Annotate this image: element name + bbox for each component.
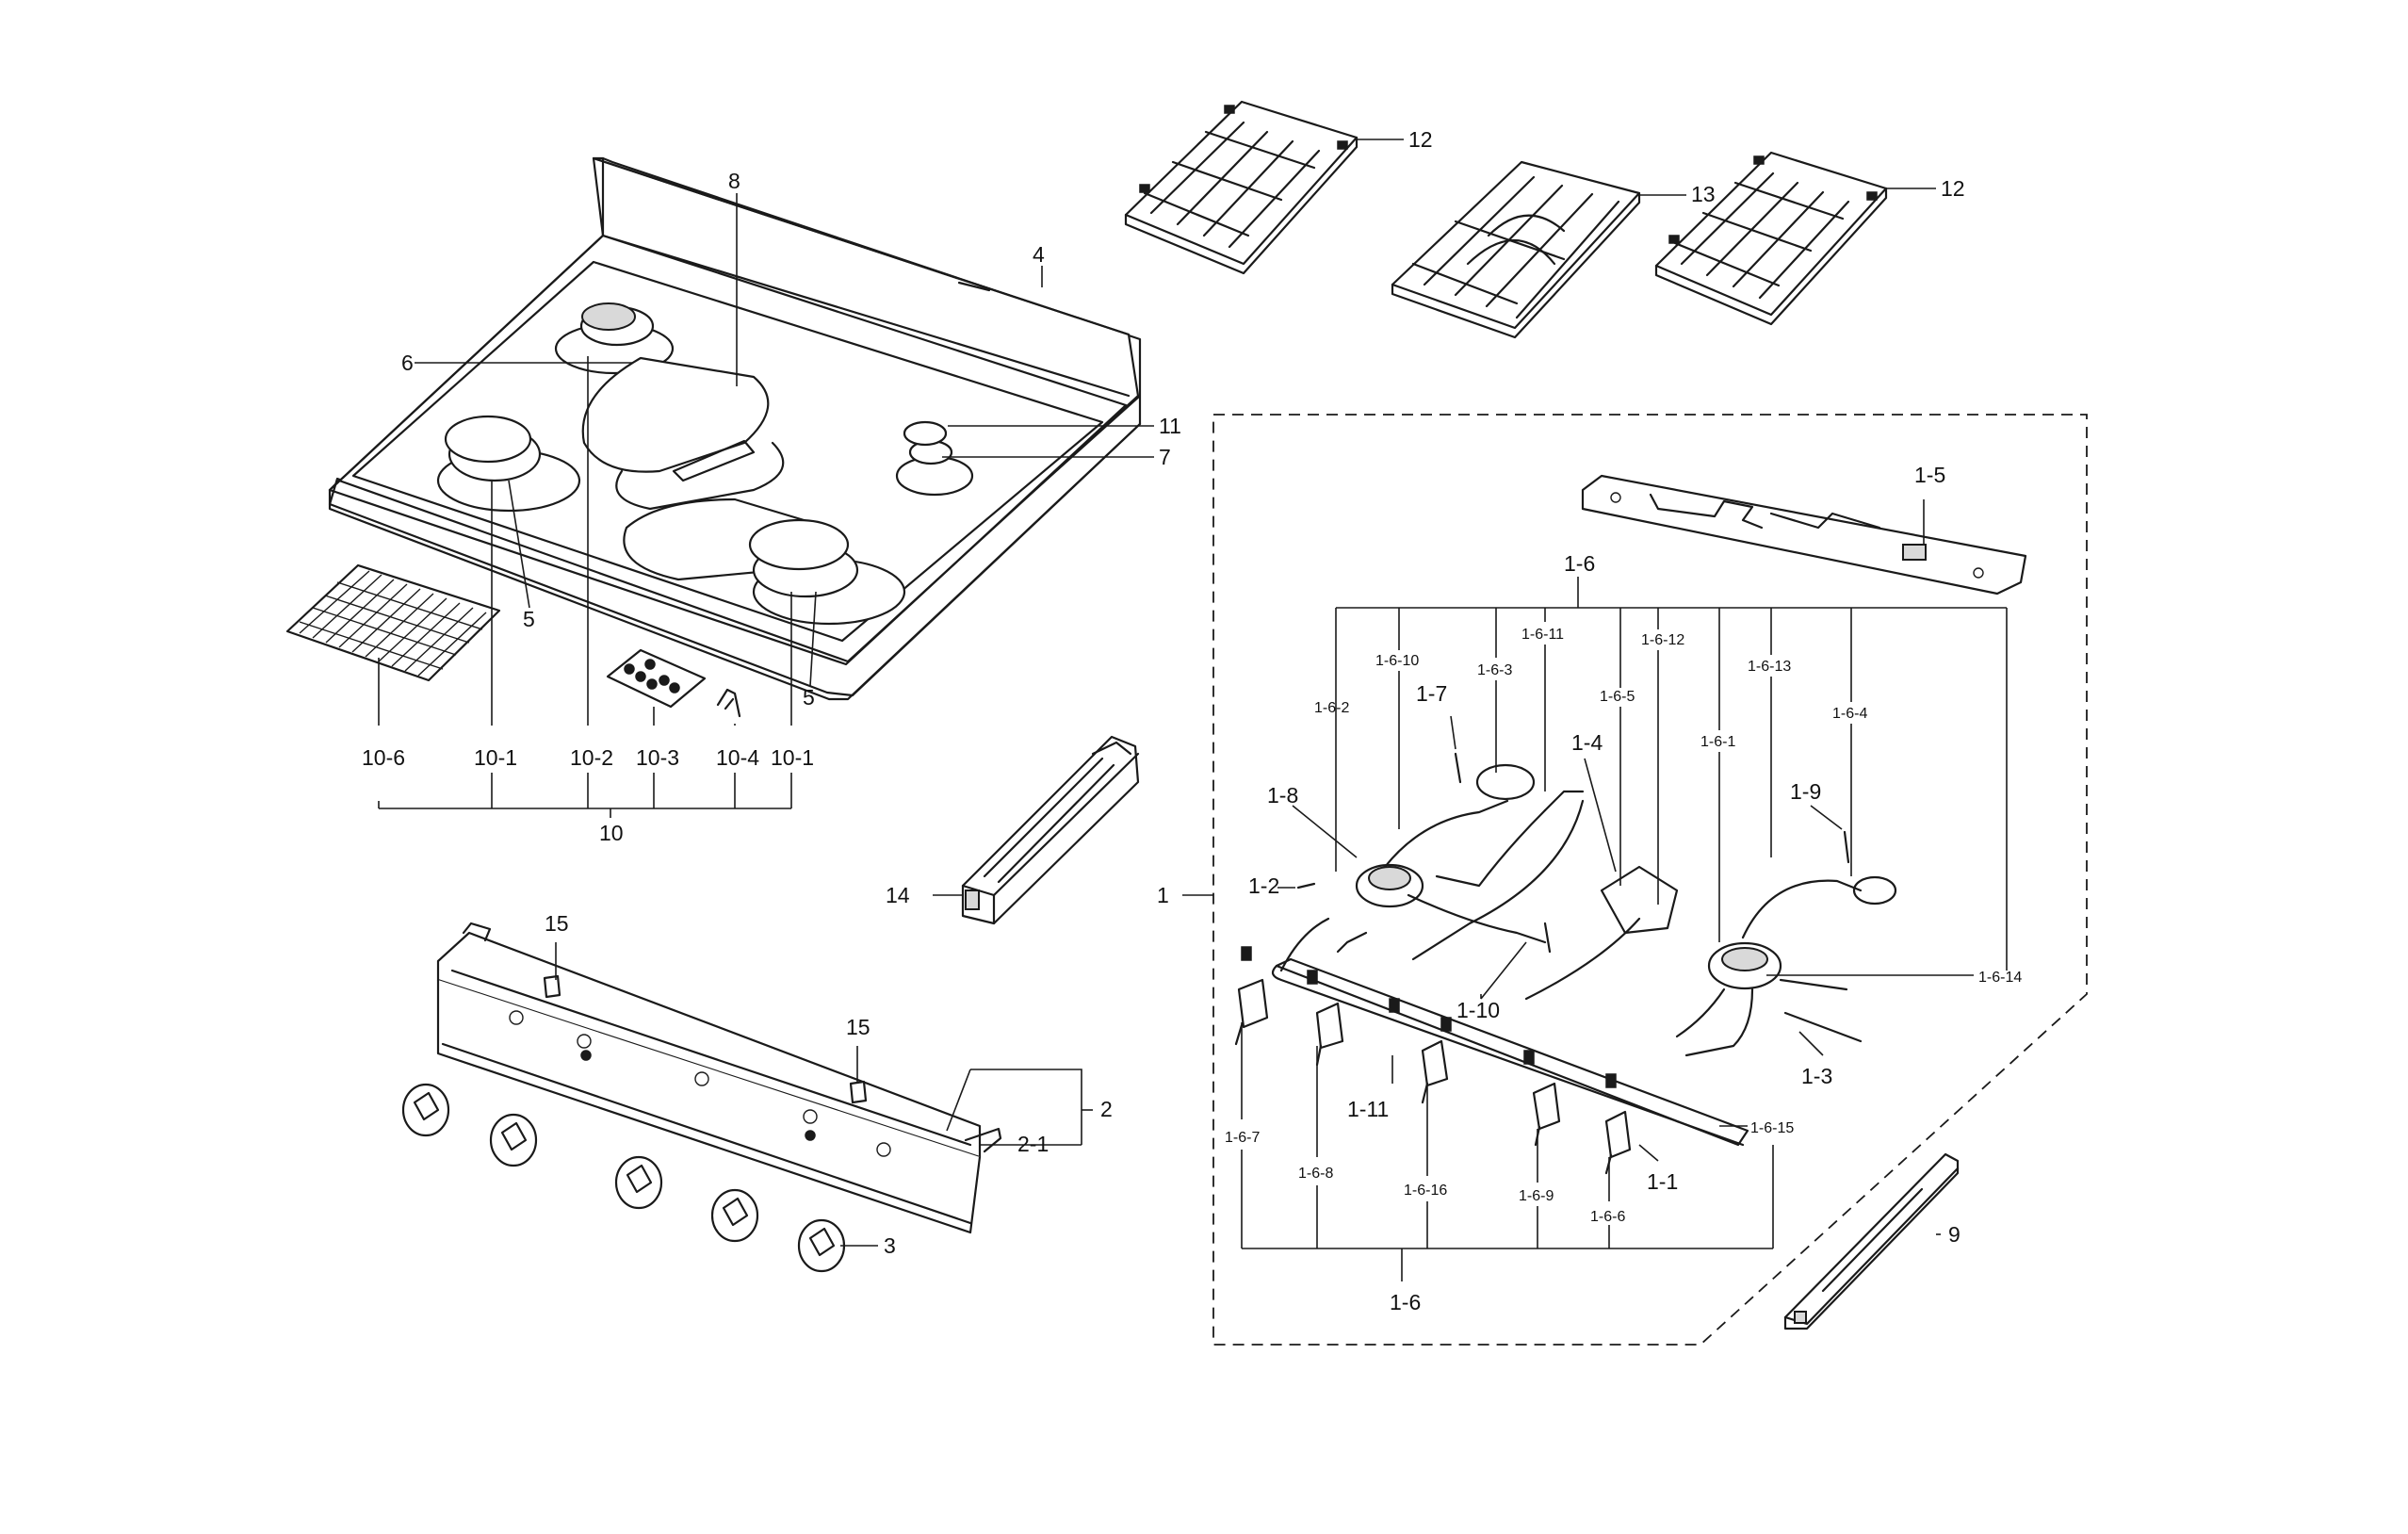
grate-left — [1124, 100, 1359, 275]
label-10-3: 10-3 — [636, 745, 679, 770]
label-10-2: 10-2 — [570, 745, 613, 770]
label-1-6-bottom: 1-6 — [1390, 1290, 1421, 1314]
label-1-6-9: 1-6-9 — [1519, 1188, 1554, 1204]
label-burner-small: 7 — [1159, 445, 1171, 469]
grate-center — [1391, 160, 1641, 339]
label-1-6-10: 1-6-10 — [1375, 653, 1419, 669]
label-1-10: 1-10 — [1456, 998, 1500, 1022]
label-9: 9 — [1948, 1222, 1961, 1247]
label-1-6-8: 1-6-8 — [1298, 1166, 1333, 1182]
burner-front-right — [748, 518, 906, 626]
label-1-2: 1-2 — [1248, 873, 1279, 898]
spark-module — [961, 735, 1140, 925]
rail-1-5 — [1581, 474, 2027, 596]
label-1-4: 1-4 — [1571, 730, 1603, 755]
label-1-6-1: 1-6-1 — [1700, 734, 1735, 750]
label-1-6-11: 1-6-11 — [1521, 627, 1564, 643]
label-1-6-15: 1-6-15 — [1750, 1120, 1794, 1136]
label-10-1-right: 10-1 — [771, 745, 814, 770]
label-1-6-13: 1-6-13 — [1748, 659, 1791, 675]
label-1-6-16: 1-6-16 — [1404, 1183, 1447, 1199]
label-1-8: 1-8 — [1267, 783, 1298, 808]
label-1-6-3: 1-6-3 — [1477, 662, 1512, 678]
label-1-6-6: 1-6-6 — [1590, 1209, 1625, 1225]
label-1: 1 — [1157, 883, 1169, 907]
label-grate-center: 13 — [1691, 182, 1716, 206]
grate-right — [1654, 151, 1888, 326]
control-panel — [436, 922, 1002, 1234]
divider-plate — [581, 356, 785, 511]
label-1-6-7: 1-6-7 — [1225, 1130, 1260, 1146]
label-burner-cap-small: 11 — [1159, 414, 1181, 438]
label-burner-rear-left: 6 — [401, 351, 414, 375]
bracket-9 — [1783, 1152, 1960, 1330]
label-1-6-2: 1-6-2 — [1314, 700, 1349, 716]
label-1-3: 1-3 — [1801, 1064, 1832, 1088]
label-grate-right: 12 — [1941, 176, 1965, 201]
label-1-6-12: 1-6-12 — [1641, 632, 1684, 648]
label-burner-front-left: 5 — [523, 607, 535, 631]
label-10: 10 — [599, 821, 624, 845]
label-1-7: 1-7 — [1416, 681, 1447, 706]
label-1-6-4: 1-6-4 — [1832, 706, 1867, 722]
label-2: 2 — [1100, 1097, 1113, 1121]
rack-10-6 — [285, 563, 501, 682]
label-2-1: 2-1 — [1017, 1132, 1049, 1156]
label-1-6-5: 1-6-5 — [1600, 689, 1635, 705]
label-14: 14 — [886, 883, 910, 907]
label-1-1: 1-1 — [1647, 1169, 1678, 1194]
label-1-5: 1-5 — [1914, 463, 1945, 487]
burner-small — [895, 420, 974, 497]
label-1-11: 1-11 — [1347, 1097, 1389, 1121]
label-divider: 8 — [728, 169, 740, 193]
knob-kit-10-3 — [606, 648, 707, 709]
label-1-6-14: 1-6-14 — [1978, 970, 2022, 986]
label-10-6: 10-6 — [362, 745, 405, 770]
label-burner-front-right: 5 — [803, 685, 815, 710]
label-1-9: 1-9 — [1790, 779, 1821, 804]
label-cooktop: 4 — [1033, 242, 1045, 267]
label-10-1-left: 10-1 — [474, 745, 517, 770]
label-15-left: 15 — [545, 911, 569, 936]
label-1-6-top: 1-6 — [1564, 551, 1595, 576]
label-15-right: 15 — [846, 1015, 870, 1039]
label-10-4: 10-4 — [716, 745, 759, 770]
label-grate-left: 12 — [1408, 127, 1433, 152]
knobs — [401, 1083, 846, 1273]
leader-lines — [378, 139, 2008, 1281]
label-3: 3 — [884, 1233, 896, 1258]
manifold-assembly — [1234, 752, 1897, 1175]
clip-10-4 — [716, 688, 741, 718]
part-labels: 12 13 12 4 8 6 11 7 5 5 10-6 10-1 10-2 1… — [362, 127, 2022, 1314]
